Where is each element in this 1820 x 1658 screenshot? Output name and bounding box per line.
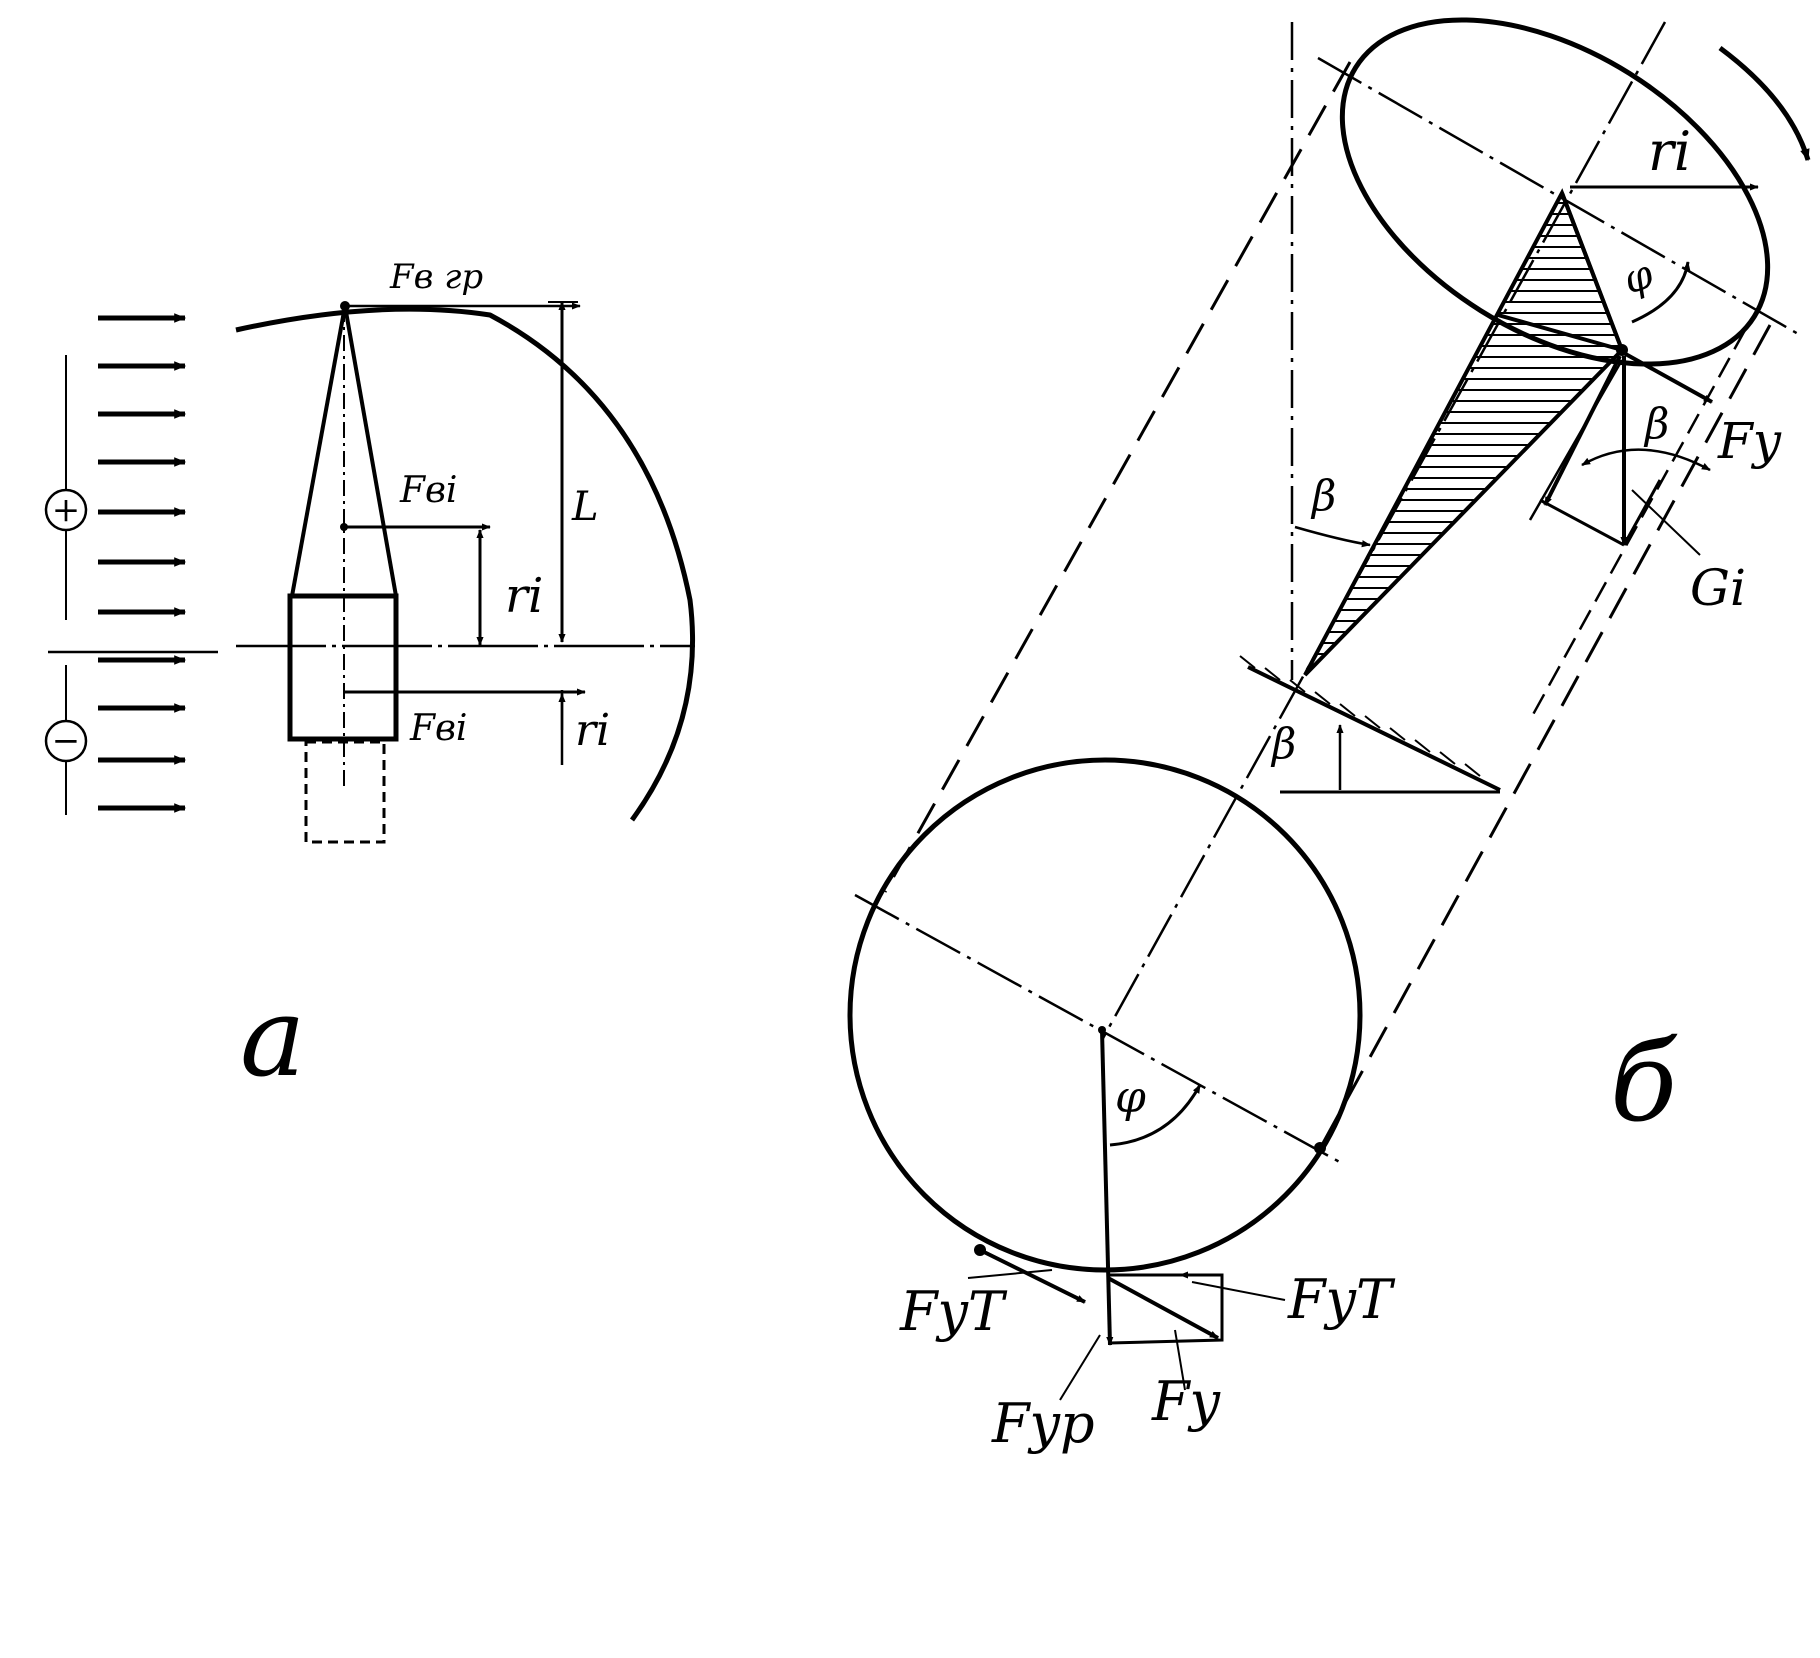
fyt-left-leader <box>967 1269 1053 1279</box>
label-fy-top: Fy <box>1717 412 1782 470</box>
top-ellipse-diameter <box>1317 56 1801 337</box>
plus-sign: + <box>44 488 88 532</box>
label-phi-top: φ <box>1617 251 1659 304</box>
plus-sign-text: + <box>52 490 81 530</box>
fy-bottom-leader <box>1174 1329 1186 1391</box>
angle-phi-top-arc <box>1631 261 1691 324</box>
gi-leader-line <box>1631 489 1701 556</box>
minus-sign: − <box>44 719 88 763</box>
label-fvi-lower: Fвi <box>409 708 467 749</box>
label-beta-ground: β <box>1270 719 1296 768</box>
label-beta-mid: β <box>1310 471 1336 520</box>
label-fyp: Fyp <box>991 1392 1095 1455</box>
label-fv-gr: Fв гр <box>389 257 483 297</box>
angle-beta-right-arc <box>1581 448 1711 472</box>
force-fyt-left-arrow <box>979 1248 1086 1304</box>
caption-b: б <box>1610 1018 1678 1146</box>
force-parallelogram <box>1108 1273 1224 1345</box>
inclined-ground: β <box>1239 655 1501 794</box>
force-fy-top-arrow <box>1621 350 1713 404</box>
top-ellipse <box>1339 17 1771 367</box>
force-gi-component <box>1539 498 1625 547</box>
cylinder-left-edge <box>883 61 1352 893</box>
label-fyt-right: FyT <box>1287 1268 1396 1331</box>
sliver-shape <box>287 301 399 844</box>
label-gi: Gi <box>1690 559 1746 617</box>
label-l: L <box>571 484 599 530</box>
label-fyt-left: FyT <box>899 1280 1008 1343</box>
angle-phi-bottom-arc <box>1109 1084 1202 1147</box>
label-ri-top: ri <box>1648 120 1691 183</box>
bottom-circle <box>847 757 1363 1273</box>
rotation-arc <box>235 306 696 822</box>
angle-beta-mid-arc <box>1294 525 1371 548</box>
force-fy-bottom-arrow <box>1107 1276 1219 1340</box>
fyt-right-leader <box>1191 1281 1286 1301</box>
label-fy-bottom: Fy <box>1151 1370 1221 1433</box>
label-ri-lower: ri <box>575 705 610 756</box>
panel-b: ri φ β Fy Gi β <box>847 17 1811 1455</box>
rotation-direction-arc <box>1718 45 1811 162</box>
panel-a: + − Fв гр Fвi ri L <box>44 257 696 1101</box>
fyp-leader <box>1059 1334 1101 1401</box>
caption-a: а <box>240 973 306 1101</box>
label-ri-upper: ri <box>505 568 543 624</box>
hatched-sliver <box>1303 188 1625 677</box>
label-phi-bottom: φ <box>1115 1072 1146 1123</box>
minus-sign-text: − <box>52 721 81 761</box>
flow-arrows <box>98 313 187 813</box>
label-fvi-upper: Fвi <box>399 470 457 511</box>
label-beta-right: β <box>1643 399 1669 448</box>
bottom-circle-diameter <box>854 893 1346 1167</box>
force-fyp-arrow <box>1100 1029 1114 1346</box>
